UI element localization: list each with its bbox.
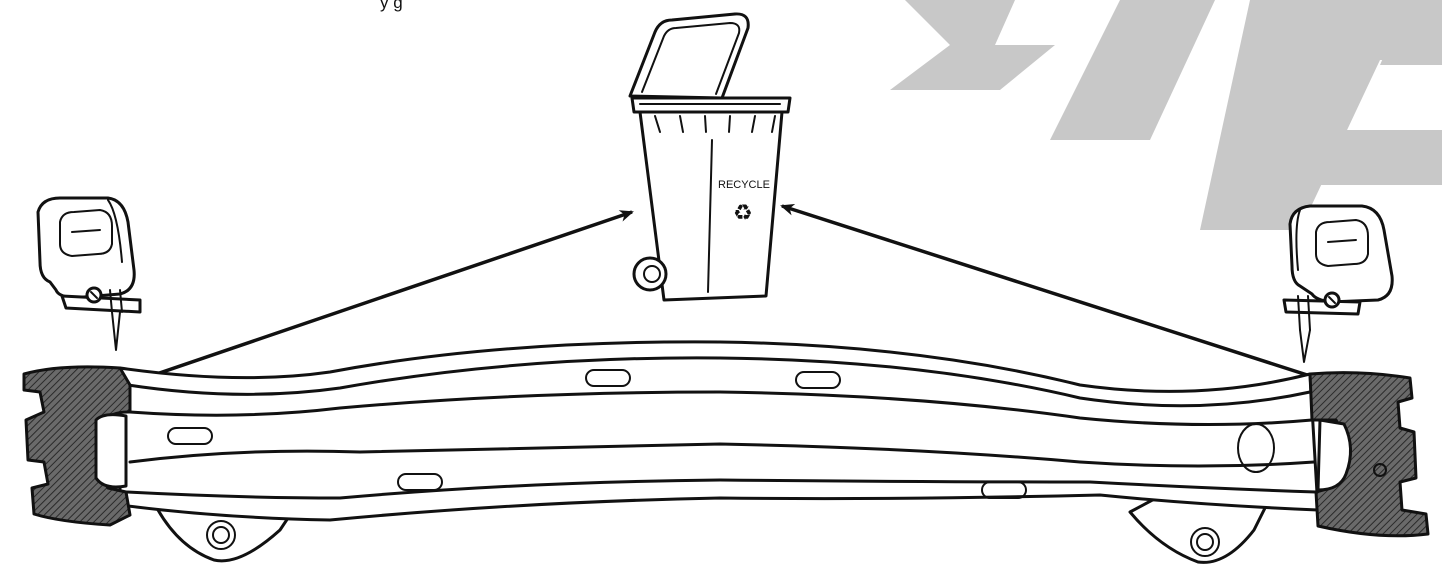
bin-label: RECYCLE xyxy=(718,179,770,191)
jigsaw-right-icon xyxy=(1284,206,1392,362)
bumper-beam xyxy=(24,342,1428,563)
recycling-bin: RECYCLE ♻ xyxy=(630,14,790,300)
recycle-symbol-icon: ♻ xyxy=(733,201,753,226)
caption-fragment: y g xyxy=(380,0,403,12)
watermark xyxy=(820,0,1442,230)
jigsaw-left-icon xyxy=(38,198,140,350)
caption-text: y g xyxy=(380,0,403,12)
